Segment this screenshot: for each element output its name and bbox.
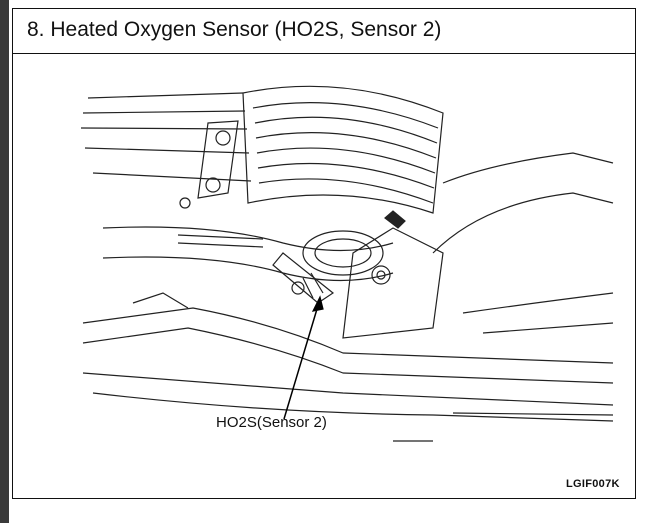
oxygen-sensor bbox=[272, 252, 335, 304]
window-edge bbox=[0, 0, 9, 523]
heat-shield bbox=[80, 85, 444, 214]
right-hanger bbox=[342, 152, 614, 339]
bracket bbox=[179, 120, 239, 209]
sensor-location-illustration bbox=[80, 85, 614, 442]
figure-frame: 8. Heated Oxygen Sensor (HO2S, Sensor 2) bbox=[12, 8, 636, 499]
figure-id: LGIF007K bbox=[566, 478, 620, 490]
exhaust-pipe bbox=[102, 226, 394, 282]
section-title: 8. Heated Oxygen Sensor (HO2S, Sensor 2) bbox=[27, 18, 442, 41]
sensor-callout-label: HO2S(Sensor 2) bbox=[216, 414, 327, 431]
title-bar: 8. Heated Oxygen Sensor (HO2S, Sensor 2) bbox=[13, 9, 635, 54]
floor-pan bbox=[82, 292, 614, 442]
callout-arrow bbox=[283, 295, 324, 420]
